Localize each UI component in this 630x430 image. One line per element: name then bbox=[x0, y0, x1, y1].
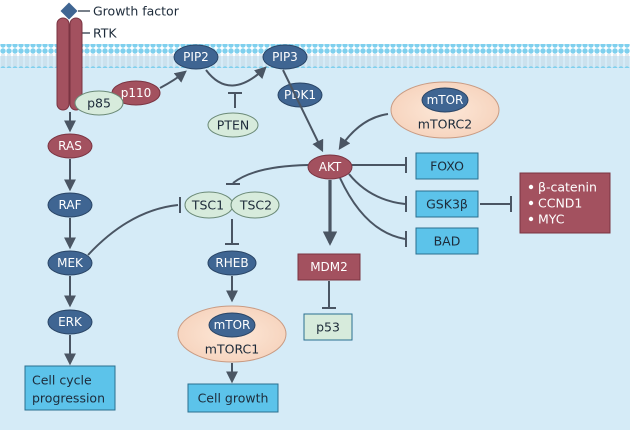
mtorc2-to-akt-arrow bbox=[338, 113, 389, 150]
foxo-box bbox=[415, 152, 479, 180]
p53-label: p53 bbox=[316, 320, 340, 335]
rheb-node bbox=[207, 250, 257, 276]
ras-label: RAS bbox=[58, 139, 82, 153]
mtorc2-mtor-label: mTOR bbox=[427, 93, 464, 107]
erk-label: ERK bbox=[58, 315, 83, 329]
rtk-label: RTK bbox=[93, 26, 117, 41]
gsk3b-box bbox=[415, 190, 479, 218]
pip3-to-akt-arrow bbox=[282, 69, 324, 153]
pten-label: PTEN bbox=[217, 118, 249, 133]
tsc2-label: TSC2 bbox=[239, 198, 272, 213]
p85-node bbox=[74, 90, 124, 116]
pip3-node bbox=[262, 44, 308, 70]
p53-box bbox=[303, 313, 353, 341]
tsc1-label: TSC1 bbox=[191, 198, 224, 213]
cell-growth-label: Cell growth bbox=[198, 391, 269, 406]
akt-to-tsc-inhibition bbox=[232, 164, 309, 184]
cell-cycle-label-line2: progression bbox=[32, 391, 105, 406]
mtorc1-mtor-label: mTOR bbox=[214, 318, 251, 332]
cell-membrane bbox=[0, 44, 630, 68]
gsk3b-label: GSK3β bbox=[426, 197, 468, 212]
pip2-label: PIP2 bbox=[183, 50, 209, 64]
pten-node bbox=[207, 112, 259, 138]
mtorc1-mtor-node bbox=[208, 312, 256, 338]
tsc2-node bbox=[230, 191, 280, 219]
akt-label: AKT bbox=[319, 160, 342, 174]
rtk-receptor-left bbox=[56, 17, 70, 111]
raf-label: RAF bbox=[59, 198, 82, 212]
bullet-icon bbox=[528, 216, 534, 222]
gsk3b-targets-box bbox=[519, 172, 611, 234]
target-beta-catenin: β-catenin bbox=[538, 180, 597, 195]
akt-node bbox=[307, 154, 353, 180]
mtorc1-label: mTORC1 bbox=[205, 342, 259, 357]
cell-cycle-label-line1: Cell cycle bbox=[32, 373, 92, 388]
mek-node bbox=[47, 250, 93, 276]
target-myc: MYC bbox=[538, 212, 565, 227]
akt-to-bad-line bbox=[339, 177, 406, 240]
bullet-icon bbox=[528, 200, 534, 206]
foxo-label: FOXO bbox=[430, 159, 464, 174]
growth-factor-diamond-icon bbox=[60, 2, 78, 20]
pip3-label: PIP3 bbox=[272, 50, 298, 64]
rheb-label: RHEB bbox=[215, 256, 248, 270]
target-ccnd1: CCND1 bbox=[538, 196, 582, 211]
mdm2-box bbox=[297, 253, 361, 281]
cell-cycle-progression-box bbox=[24, 365, 116, 411]
p85-label: p85 bbox=[87, 96, 111, 111]
ras-node bbox=[47, 133, 93, 159]
mek-to-tsc-inhibition bbox=[87, 204, 179, 256]
mtorc2-label: mTORC2 bbox=[418, 117, 472, 132]
pip2-node bbox=[173, 44, 219, 70]
pip2-to-pip3-arrow bbox=[205, 66, 267, 87]
cell-growth-box bbox=[187, 383, 279, 413]
bad-label: BAD bbox=[434, 234, 461, 249]
mek-label: MEK bbox=[57, 256, 84, 270]
erk-node bbox=[47, 309, 93, 335]
growth-factor-label: Growth factor bbox=[93, 4, 180, 19]
bullet-icon bbox=[528, 184, 534, 190]
mtorc2-mtor-node bbox=[421, 87, 469, 113]
akt-to-gsk3b-line bbox=[348, 173, 406, 205]
p110-label: p110 bbox=[121, 86, 152, 100]
p110-to-pip2-arrow bbox=[159, 70, 187, 89]
rtk-receptor-right bbox=[69, 17, 83, 111]
raf-node bbox=[47, 192, 93, 218]
mdm2-label: MDM2 bbox=[310, 260, 348, 274]
pdk1-label: PDK1 bbox=[284, 88, 316, 102]
bad-box bbox=[415, 227, 479, 255]
